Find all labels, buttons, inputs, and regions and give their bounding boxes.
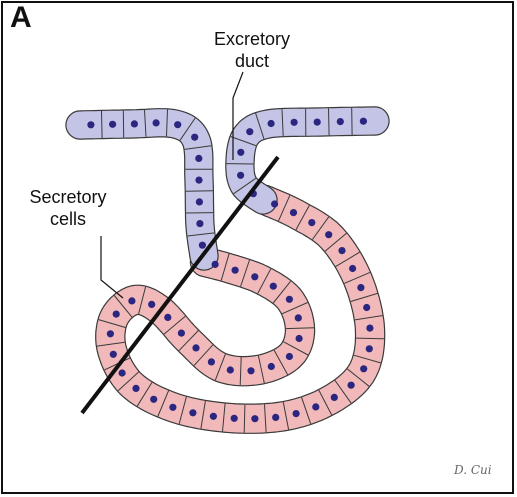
cell-nucleus <box>227 366 234 373</box>
cell-nucleus <box>270 283 277 290</box>
cell-nucleus <box>268 363 275 370</box>
cell-nucleus <box>251 415 258 422</box>
cell-nucleus <box>348 382 355 389</box>
cell-nucleus <box>331 394 338 401</box>
cell-nucleus <box>237 172 244 179</box>
cell-border <box>329 108 330 135</box>
cell-nucleus <box>231 415 238 422</box>
cell-nucleus <box>109 121 116 128</box>
cell-nucleus <box>338 247 345 254</box>
cell-nucleus <box>268 120 275 127</box>
cell-nucleus <box>148 301 155 308</box>
cell-nucleus <box>271 200 278 207</box>
artist-signature: D. Cui <box>454 463 492 477</box>
cell-nucleus <box>192 344 199 351</box>
cell-nucleus <box>349 265 356 272</box>
excretory-duct-right-band <box>240 121 375 200</box>
cell-nucleus <box>366 325 373 332</box>
cell-nucleus <box>110 351 117 358</box>
cell-nucleus <box>113 311 120 318</box>
cell-nucleus <box>246 128 253 135</box>
cell-nucleus <box>119 369 126 376</box>
cell-nucleus <box>237 149 244 156</box>
cell-nucleus <box>295 314 302 321</box>
cell-nucleus <box>291 119 298 126</box>
cell-nucleus <box>293 410 300 417</box>
cell-border <box>356 338 384 339</box>
cell-nucleus <box>208 358 215 365</box>
cell-nucleus <box>296 335 303 342</box>
cell-nucleus <box>196 198 203 205</box>
cell-nucleus <box>195 155 202 162</box>
cell-nucleus <box>196 220 203 227</box>
cell-nucleus <box>153 119 160 126</box>
cell-nucleus <box>251 273 258 280</box>
cell-nucleus <box>87 121 94 128</box>
cell-nucleus <box>247 367 254 374</box>
cell-nucleus <box>132 385 139 392</box>
cell-nucleus <box>360 118 367 125</box>
cell-nucleus <box>150 396 157 403</box>
cell-nucleus <box>312 403 319 410</box>
cell-nucleus <box>286 353 293 360</box>
cell-nucleus <box>286 296 293 303</box>
cell-nucleus <box>232 267 239 274</box>
cell-nucleus <box>189 409 196 416</box>
cell-nucleus <box>195 177 202 184</box>
cell-nucleus <box>308 219 315 226</box>
cell-nucleus <box>174 121 181 128</box>
cell-nucleus <box>357 284 364 291</box>
cell-nucleus <box>131 120 138 127</box>
cell-nucleus <box>199 242 206 249</box>
cell-nucleus <box>314 119 321 126</box>
cell-nucleus <box>360 365 367 372</box>
cell-border <box>244 405 245 433</box>
cell-nucleus <box>325 231 332 238</box>
secretory-leader-line <box>101 236 123 298</box>
cell-nucleus <box>366 345 373 352</box>
cell-nucleus <box>178 330 185 337</box>
cell-nucleus <box>212 261 219 268</box>
cell-nucleus <box>169 404 176 411</box>
cell-border <box>102 111 103 138</box>
cell-nucleus <box>210 413 217 420</box>
cell-nucleus <box>290 209 297 216</box>
cell-nucleus <box>164 314 171 321</box>
cell-nucleus <box>337 118 344 125</box>
cell-nucleus <box>191 134 198 141</box>
cell-nucleus <box>272 414 279 421</box>
cell-nucleus <box>107 330 114 337</box>
cell-nucleus <box>363 304 370 311</box>
cell-nucleus <box>128 297 135 304</box>
